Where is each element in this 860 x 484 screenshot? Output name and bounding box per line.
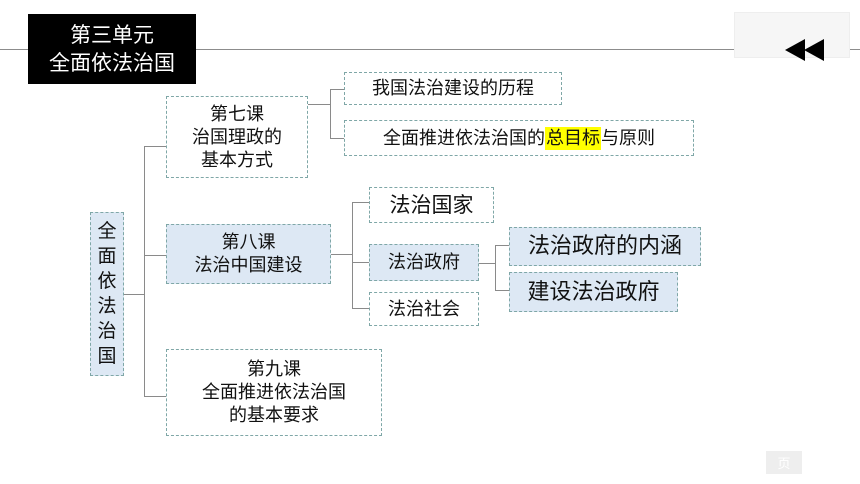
rule-of-law-government-label: 法治政府	[388, 252, 460, 273]
root-char: 依	[97, 270, 117, 292]
connector-l8-trunk	[352, 202, 353, 308]
connector-gov-trunk	[495, 245, 496, 291]
connector-l7-a	[330, 89, 344, 90]
build-government-label: 建设法治政府	[527, 279, 660, 305]
lesson7-history-node: 我国法治建设的历程	[344, 72, 562, 105]
rule-of-law-government-node: 法治政府	[369, 244, 479, 281]
build-government-node: 建设法治政府	[509, 272, 678, 312]
lesson9-line2: 全面推进依法治国	[202, 382, 346, 403]
connector-lesson7	[144, 146, 166, 147]
lesson9-line3: 的基本要求	[229, 405, 319, 426]
unit-title-line2: 全面依法治国	[49, 51, 175, 75]
connector-lesson9	[144, 396, 166, 397]
connector-l8-b	[352, 262, 369, 263]
unit-title-line1: 第三单元	[70, 23, 154, 47]
rule-of-law-society-node: 法治社会	[369, 292, 479, 326]
government-meaning-label: 法治政府的内涵	[527, 234, 682, 259]
lesson8-line1: 第八课	[221, 232, 276, 253]
government-meaning-node: 法治政府的内涵	[509, 227, 701, 266]
root-node: 全 面 依 法 治 国	[90, 212, 124, 376]
connector-l7-trunk	[330, 89, 331, 139]
connector-gov-out	[479, 263, 495, 264]
lesson7-line1: 第七课	[210, 103, 264, 125]
connector-l7-b	[330, 138, 344, 139]
lesson7-goal-node: 全面推进依法治国的总目标与原则	[344, 120, 694, 156]
lesson9-node: 第九课 全面推进依法治国 的基本要求	[166, 349, 382, 436]
root-char: 治	[97, 320, 117, 342]
root-char: 全	[97, 220, 117, 242]
lesson9-line1: 第九课	[247, 359, 301, 380]
root-char: 面	[97, 245, 117, 267]
back-button[interactable]	[780, 36, 830, 64]
unit-title: 第三单元 全面依法治国	[28, 14, 196, 84]
double-left-arrow-icon	[785, 39, 824, 61]
rule-of-law-society-label: 法治社会	[388, 298, 460, 320]
connector-gov-b	[495, 290, 509, 291]
connector-l8-a	[352, 202, 369, 203]
connector-l8-c	[352, 308, 369, 309]
lesson8-node: 第八课 法治中国建设	[166, 224, 331, 284]
lesson7-history-label: 我国法治建设的历程	[372, 78, 534, 99]
page-label: 页	[766, 451, 802, 474]
connector-l7-out	[308, 104, 330, 105]
connector-root	[124, 294, 144, 295]
root-char: 法	[97, 295, 117, 317]
connector-lesson8	[144, 255, 166, 256]
lesson7-node: 第七课 治国理政的 基本方式	[166, 96, 308, 178]
connector-root-trunk	[144, 146, 145, 396]
goal-suffix: 与原则	[601, 127, 655, 149]
lesson8-line2: 法治中国建设	[194, 255, 303, 276]
goal-highlight: 总目标	[545, 126, 601, 150]
rule-of-law-state-node: 法治国家	[369, 187, 494, 223]
connector-gov-a	[495, 245, 509, 246]
goal-prefix: 全面推进依法治国的	[383, 127, 545, 149]
connector-l8-out	[331, 254, 352, 255]
lesson7-line2: 治国理政的	[192, 126, 282, 148]
lesson7-line3: 基本方式	[201, 149, 273, 171]
root-char: 国	[97, 345, 117, 367]
rule-of-law-state-label: 法治国家	[389, 192, 474, 217]
header-divider	[0, 49, 860, 50]
